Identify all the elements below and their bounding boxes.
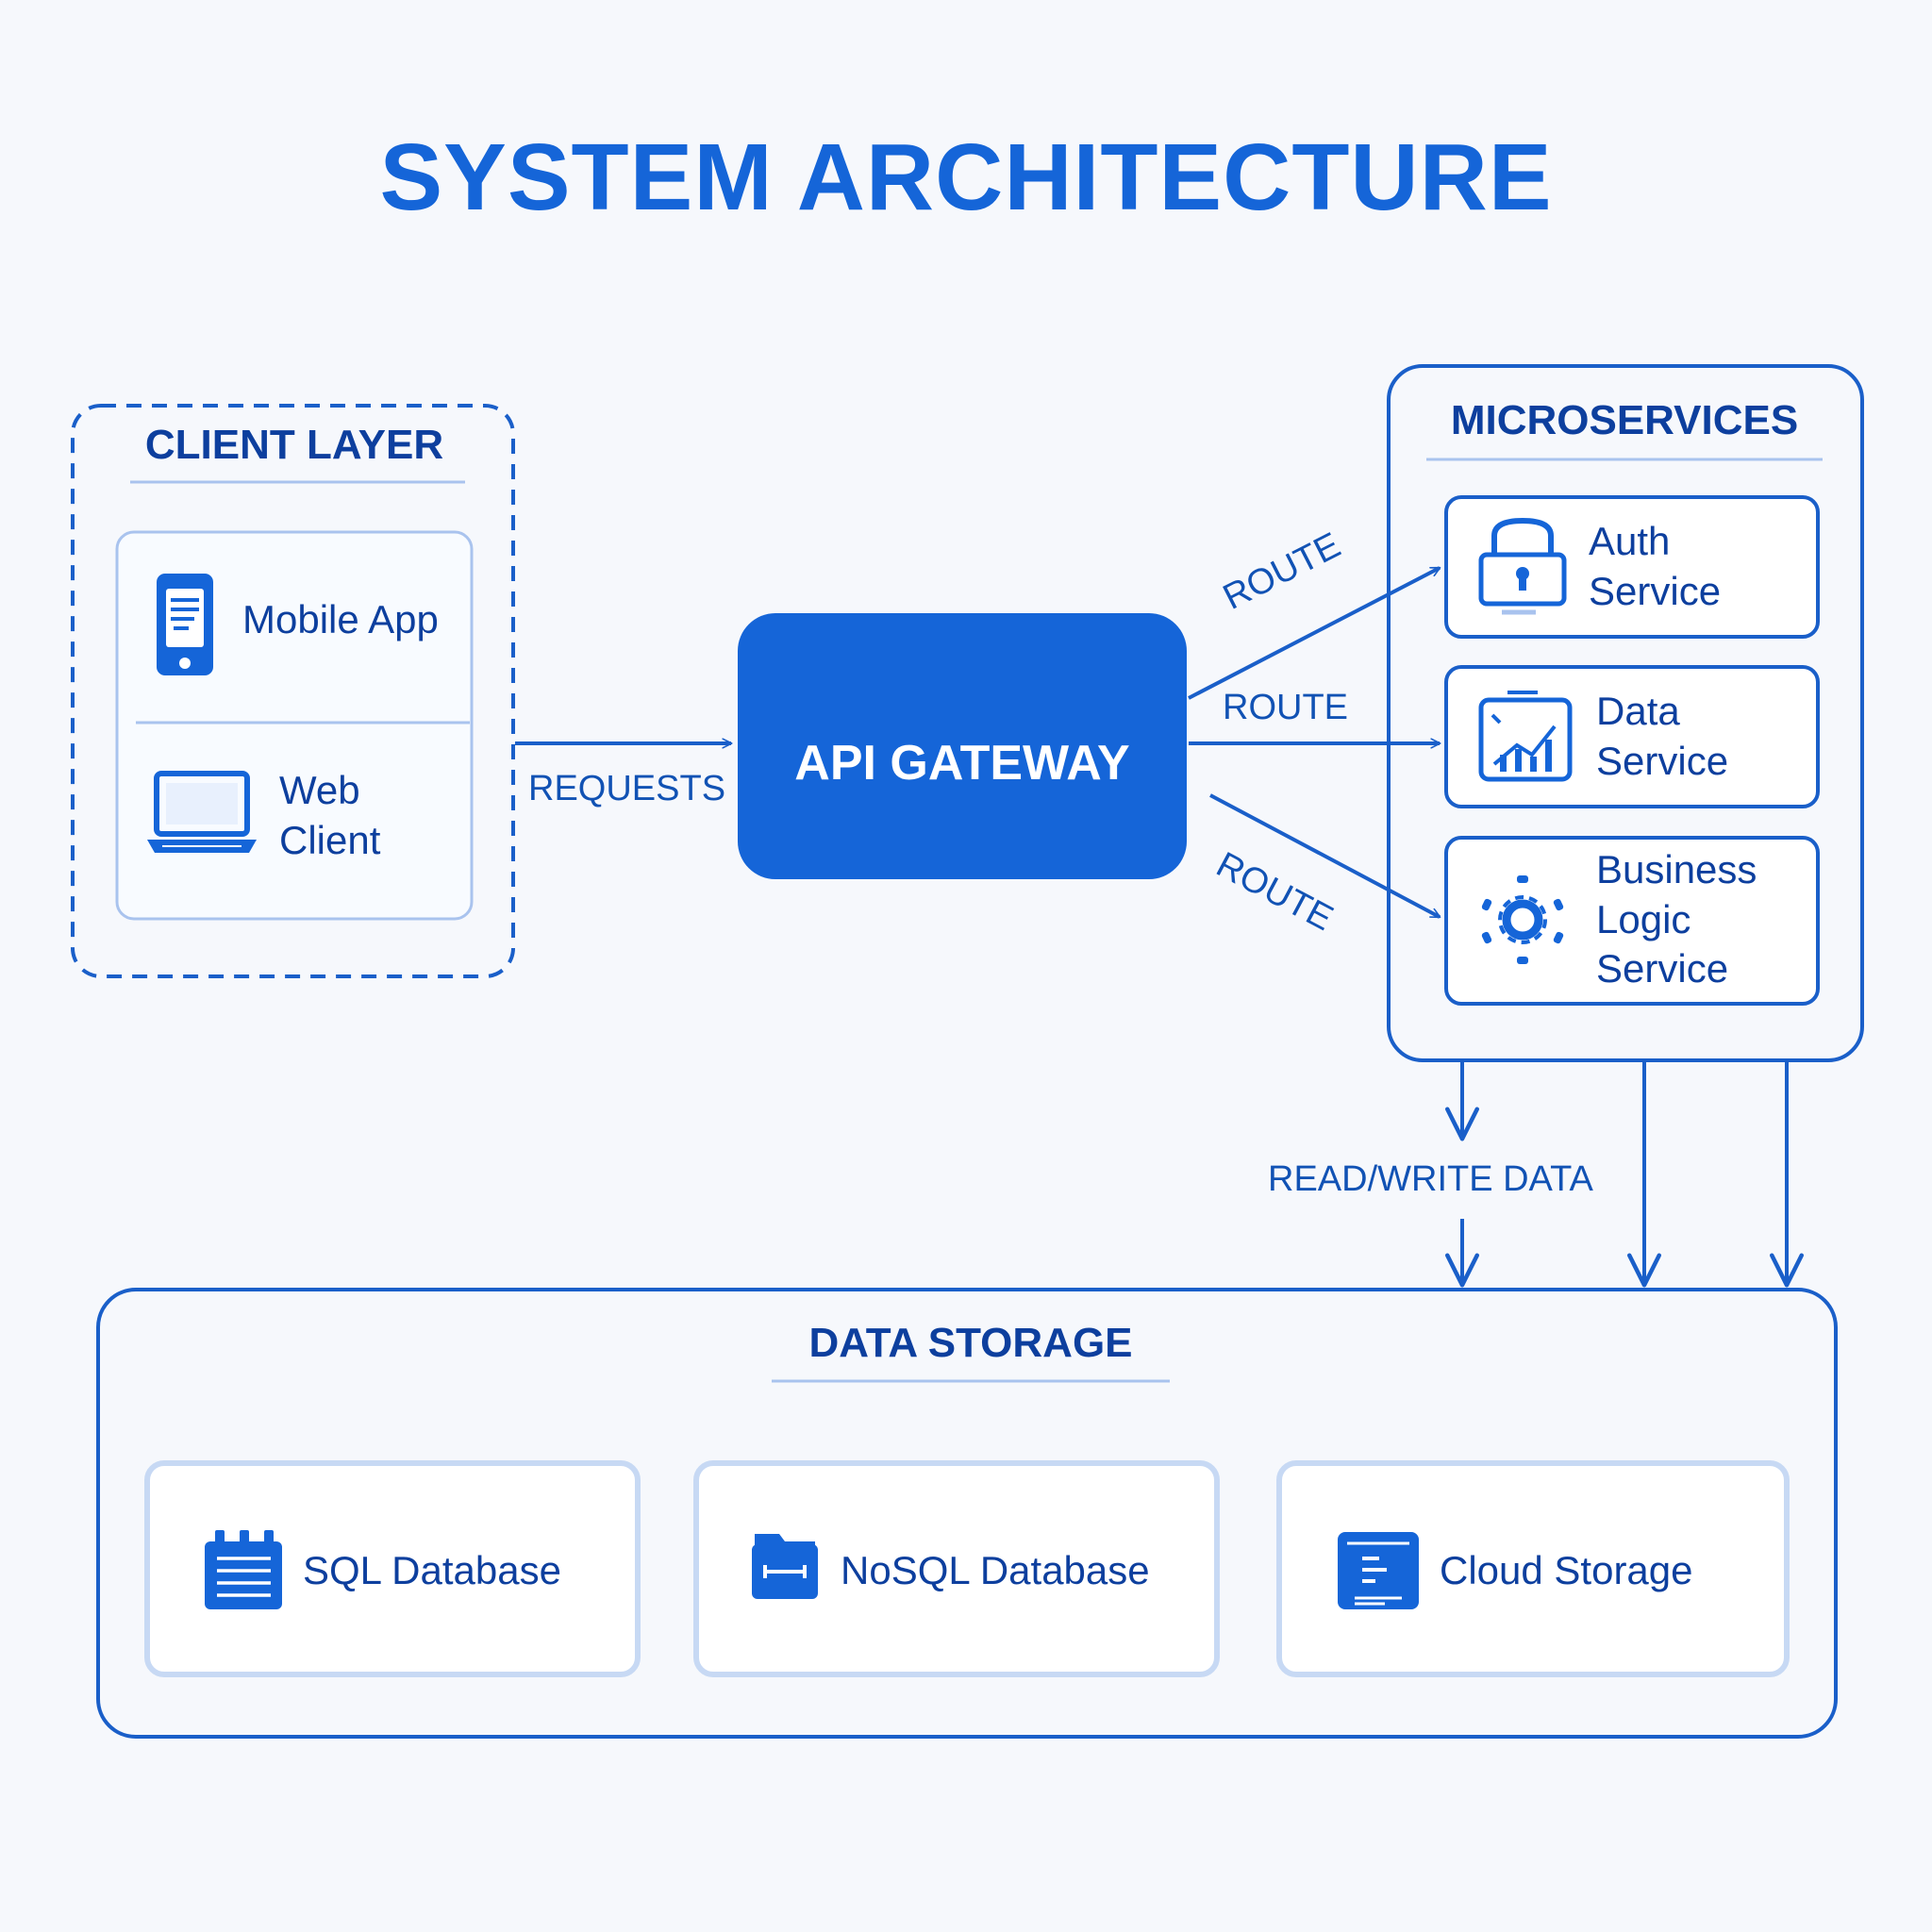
client-layer-container <box>71 404 515 978</box>
microservices-title: MICROSERVICES <box>1450 397 1799 443</box>
auth-service-line-1: Auth <box>1589 519 1671 563</box>
data-storage-title: DATA STORAGE <box>808 1320 1133 1366</box>
laptop-icon <box>147 771 257 853</box>
read-write-label: READ/WRITE DATA <box>1268 1159 1593 1199</box>
database-icon <box>205 1530 282 1609</box>
client-layer-title: CLIENT LAYER <box>144 422 444 468</box>
data-storage-container <box>96 1288 1838 1739</box>
lock-icon <box>1478 517 1567 615</box>
business-logic-service-line-1: Business <box>1596 847 1757 891</box>
client-item-web-client-label: Web Client <box>279 766 380 865</box>
route-label-data: ROUTE <box>1223 688 1348 727</box>
route-arrow-auth <box>1188 566 1440 700</box>
cloud-storage-label: Cloud Storage <box>1440 1548 1693 1592</box>
client-item-web-client-line-1: Web <box>279 768 360 812</box>
requests-label: REQUESTS <box>528 769 726 808</box>
business-logic-service-line-3: Service <box>1596 946 1729 991</box>
diagram-title: SYSTEM ARCHITECTURE <box>379 125 1553 230</box>
business-logic-service-box <box>1444 836 1820 1006</box>
route-arrow-business-logic <box>1209 793 1440 919</box>
client-item-web-client-line-2: Client <box>279 817 381 862</box>
nosql-database-label: NoSQL Database <box>841 1548 1150 1592</box>
data-service-line-1: Data <box>1596 689 1680 733</box>
sql-database-label: SQL Database <box>303 1548 561 1592</box>
mobile-phone-icon <box>157 574 213 675</box>
microservices-container <box>1387 364 1864 1062</box>
business-logic-service-label: Business Logic Service <box>1596 845 1757 994</box>
data-service-line-2: Service <box>1596 738 1729 783</box>
sql-database-box <box>144 1460 641 1677</box>
data-service-label: Data Service <box>1596 687 1728 786</box>
auth-service-line-2: Service <box>1589 568 1722 613</box>
folder-icon <box>752 1534 818 1599</box>
api-gateway-label: API GATEWAY <box>794 736 1130 791</box>
auth-service-label: Auth Service <box>1589 517 1721 616</box>
gear-icon <box>1481 875 1564 964</box>
cloud-storage-icon <box>1338 1532 1419 1609</box>
cloud-storage-box <box>1276 1460 1790 1677</box>
client-item-mobile-app-label: Mobile App <box>242 597 439 641</box>
business-logic-service-line-2: Logic <box>1596 896 1691 941</box>
api-gateway-box <box>738 613 1187 879</box>
nosql-database-box <box>693 1460 1220 1677</box>
chart-icon <box>1478 691 1573 782</box>
